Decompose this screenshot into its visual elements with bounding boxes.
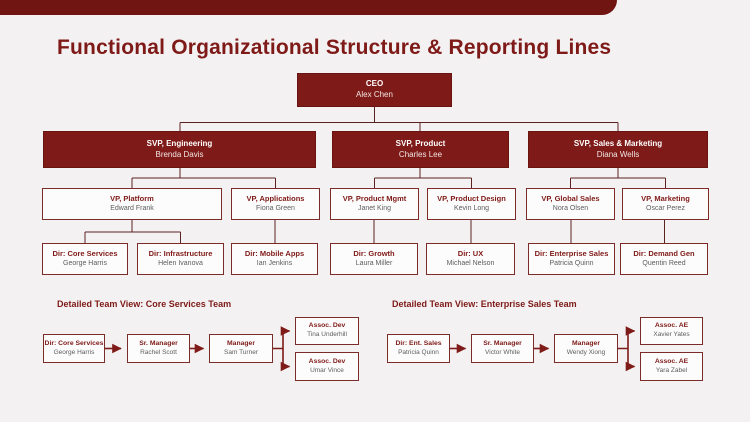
org-node-dir-core-services: Dir: Core Services George Harris [42, 243, 128, 275]
node-name: Umar Vince [310, 366, 344, 374]
node-title: Dir: Core Services [52, 249, 118, 259]
node-name: Charles Lee [398, 149, 443, 159]
node-title: Dir: Enterprise Sales [534, 249, 609, 259]
org-node-dir-enterprise-sales: Dir: Enterprise Sales Patricia Quinn [528, 243, 615, 275]
org-node-dir-ux: Dir: UX Michael Nelson [426, 243, 515, 275]
node-name: Laura Miller [355, 260, 393, 268]
node-name: Wendy Xiong [566, 348, 606, 356]
org-node-dir-mobile-apps: Dir: Mobile Apps Ian Jenkins [231, 243, 318, 275]
node-title: Dir: Ent. Sales [395, 339, 442, 347]
org-node-vp-global-sales: VP, Global Sales Nora Olsen [526, 188, 615, 220]
node-title: VP, Product Mgmt [342, 194, 407, 204]
org-node-dir-demand-gen: Dir: Demand Gen Quentin Reed [620, 243, 708, 275]
node-title: Assoc. AE [654, 322, 689, 330]
top-accent-bar [0, 0, 617, 15]
node-title: Dir: UX [457, 249, 484, 259]
node-name: Fiona Green [256, 205, 295, 213]
node-title: Assoc. AE [654, 357, 689, 365]
node-name: Tina Underhill [307, 331, 347, 339]
org-node-dir-infrastructure: Dir: Infrastructure Helen Ivanova [137, 243, 224, 275]
node-title: Dir: Core Services [44, 339, 104, 347]
node-name: Yara Zabel [655, 366, 688, 374]
node-name: Quentin Reed [642, 260, 686, 268]
node-title: VP, Marketing [641, 194, 690, 204]
org-node-svp-engineering: SVP, Engineering Brenda Davis [43, 131, 316, 168]
node-name: Victor White [485, 348, 520, 356]
team-node-assoc-ae-1: Assoc. AE Xavier Yates [640, 317, 703, 345]
node-name: Diana Wells [596, 149, 640, 159]
node-name: Oscar Perez [646, 205, 685, 213]
page-title: Functional Organizational Structure & Re… [57, 36, 612, 59]
node-name: Edward Frank [110, 205, 154, 213]
node-title: Manager [572, 339, 600, 347]
node-name: Sam Turner [224, 348, 258, 356]
team-view-heading-core-services: Detailed Team View: Core Services Team [57, 299, 232, 309]
team-view-heading-enterprise-sales: Detailed Team View: Enterprise Sales Tea… [392, 299, 577, 309]
node-title: VP, Platform [110, 194, 154, 204]
org-node-svp-product: SVP, Product Charles Lee [332, 131, 509, 168]
node-name: Rachel Scott [140, 348, 177, 356]
org-node-svp-sales-marketing: SVP, Sales & Marketing Diana Wells [528, 131, 708, 168]
team-node-sr-manager-core: Sr. Manager Rachel Scott [127, 334, 190, 363]
org-node-dir-growth: Dir: Growth Laura Miller [330, 243, 418, 275]
node-name: Brenda Davis [155, 149, 204, 159]
team-node-sr-manager-sales: Sr. Manager Victor White [471, 334, 534, 363]
node-title: Manager [227, 339, 255, 347]
team-node-dir-core-services: Dir: Core Services George Harris [43, 334, 105, 363]
node-name: Helen Ivanova [158, 260, 203, 268]
node-title: SVP, Engineering [146, 138, 213, 148]
node-name: George Harris [53, 348, 95, 356]
team-node-assoc-dev-2: Assoc. Dev Umar Vince [295, 352, 359, 381]
node-title: Dir: Demand Gen [633, 249, 695, 259]
node-title: Assoc. Dev [308, 357, 346, 365]
org-node-ceo: CEO Alex Chen [297, 73, 452, 107]
node-title: Assoc. Dev [308, 322, 346, 330]
node-title: CEO [365, 79, 384, 89]
node-title: Dir: Mobile Apps [244, 249, 305, 259]
org-node-vp-marketing: VP, Marketing Oscar Perez [622, 188, 709, 220]
node-title: Dir: Growth [353, 249, 395, 259]
org-node-vp-platform: VP, Platform Edward Frank [42, 188, 222, 220]
node-name: Michael Nelson [446, 260, 495, 268]
team-node-manager-core: Manager Sam Turner [209, 334, 273, 363]
team-node-dir-ent-sales: Dir: Ent. Sales Patricia Quinn [387, 334, 450, 363]
org-node-vp-applications: VP, Applications Fiona Green [231, 188, 320, 220]
node-title: SVP, Sales & Marketing [573, 138, 663, 148]
node-title: Sr. Manager [139, 339, 178, 347]
org-node-vp-product-design: VP, Product Design Kevin Long [427, 188, 516, 220]
team-node-assoc-dev-1: Assoc. Dev Tina Underhill [295, 317, 359, 345]
node-name: Janet King [357, 205, 392, 213]
team-node-assoc-ae-2: Assoc. AE Yara Zabel [640, 352, 703, 381]
node-title: SVP, Product [395, 138, 446, 148]
node-name: Patricia Quinn [398, 348, 439, 356]
team-node-manager-sales: Manager Wendy Xiong [554, 334, 618, 363]
node-name: George Harris [63, 260, 107, 268]
org-node-vp-product-mgmt: VP, Product Mgmt Janet King [330, 188, 419, 220]
node-name: Patricia Quinn [549, 260, 594, 268]
node-title: VP, Applications [246, 194, 305, 204]
node-title: Dir: Infrastructure [148, 249, 213, 259]
node-name: Xavier Yates [653, 331, 690, 339]
node-name: Nora Olsen [552, 205, 589, 213]
node-title: Sr. Manager [483, 339, 522, 347]
node-name: Alex Chen [356, 90, 393, 99]
node-title: VP, Global Sales [541, 194, 600, 204]
node-title: VP, Product Design [437, 194, 506, 204]
node-name: Kevin Long [453, 205, 490, 213]
node-name: Ian Jenkins [256, 260, 293, 268]
